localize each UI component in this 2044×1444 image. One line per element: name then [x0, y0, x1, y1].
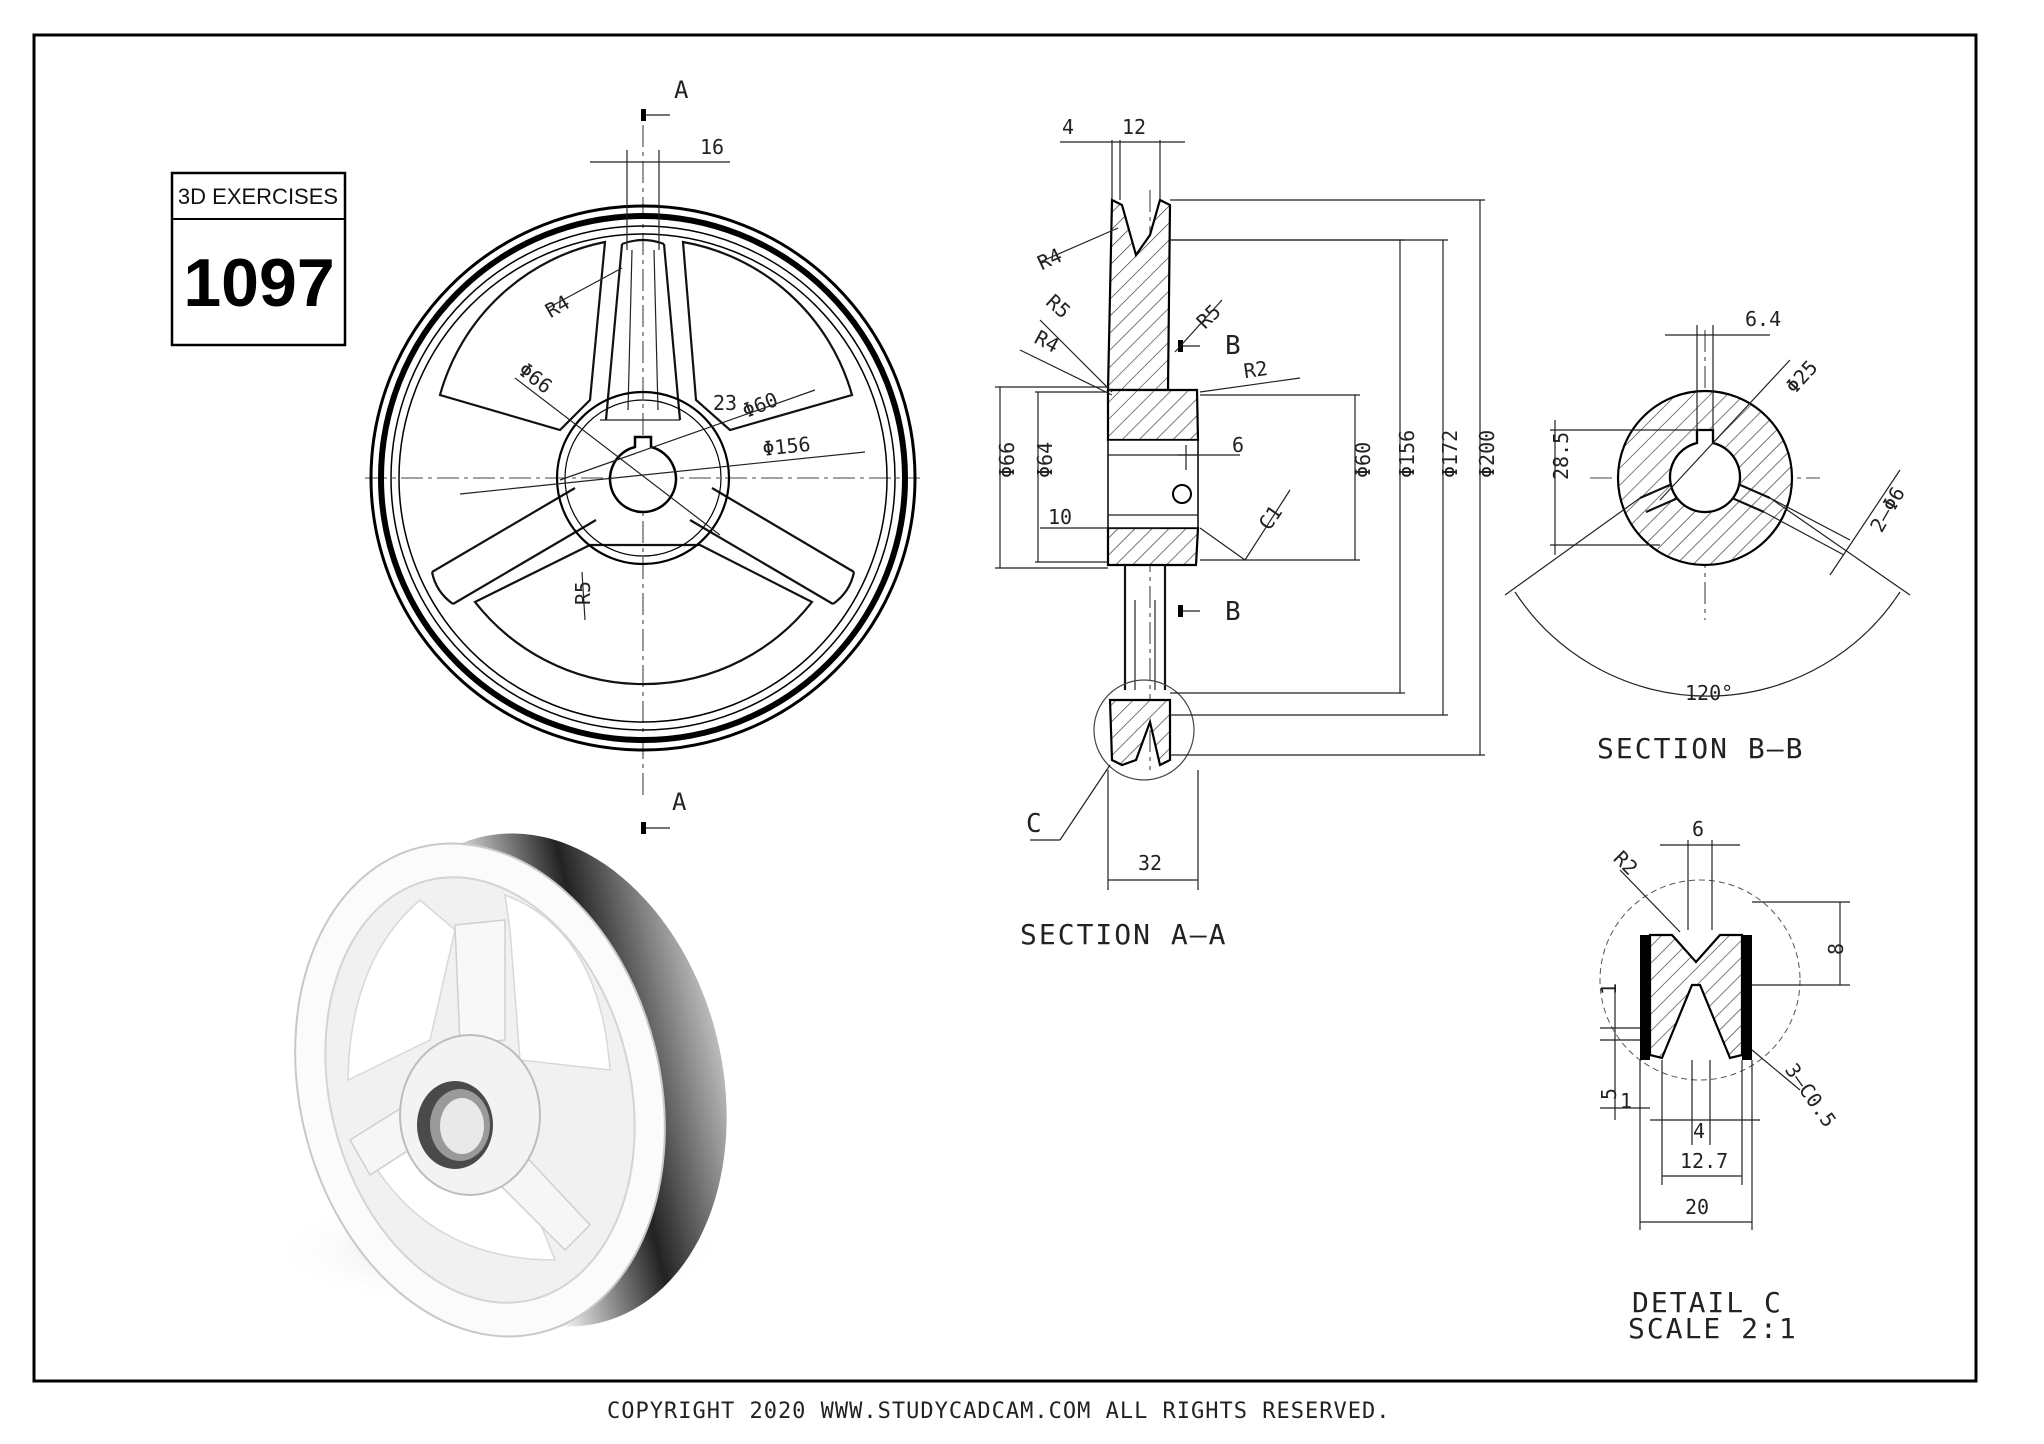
- front-dim-d156: Φ156: [761, 432, 811, 461]
- detail-c-dim-c05: 3—C0.5: [1780, 1059, 1841, 1132]
- section-aa-dim-r4-left: R4: [1031, 325, 1064, 358]
- sheet-border: [32, 33, 1978, 1383]
- front-marker-a-top: A: [674, 76, 689, 104]
- section-aa-dim-d200: Φ200: [1475, 430, 1499, 478]
- badge-number: 1097: [183, 245, 334, 321]
- detail-c-dim-1-top: 1: [1597, 983, 1621, 995]
- section-aa-dim-r5-left: R5: [1041, 289, 1075, 323]
- section-bb-dim-6-4: 6.4: [1745, 307, 1781, 331]
- section-aa-marker-b-bottom: B: [1225, 597, 1241, 627]
- section-aa-dim-c1: C1: [1254, 501, 1287, 535]
- detail-c-view: 6 R2 8 1 5 1 4 3—C0.5 12.7 20: [1597, 817, 1850, 1345]
- front-dim-23: 23: [713, 391, 737, 415]
- section-aa-view: C B B 4 12 R4 R5 R4 R5 R2 Φ66: [995, 115, 1499, 951]
- section-aa-dim-d156: Φ156: [1395, 430, 1419, 478]
- front-view: A A 16 R4 Φ66 23 Φ60 Φ156 R5: [365, 76, 920, 834]
- detail-c-dim-1-bottom: 1: [1620, 1089, 1632, 1113]
- section-aa-dim-6: 6: [1232, 433, 1244, 457]
- section-aa-dim-32: 32: [1138, 851, 1162, 875]
- detail-c-dim-8: 8: [1824, 943, 1848, 955]
- front-dim-r5: R5: [571, 581, 595, 605]
- section-aa-dim-r2: R2: [1242, 356, 1269, 383]
- footer-copyright: COPYRIGHT 2020 WWW.STUDYCADCAM.COM ALL R…: [607, 1399, 1390, 1424]
- section-bb-dim-holes: 2—Φ6: [1865, 483, 1910, 537]
- front-dim-16: 16: [700, 135, 724, 159]
- section-bb-dim-angle: 120°: [1685, 681, 1733, 705]
- section-aa-dim-d60: Φ60: [1351, 442, 1375, 478]
- badge-caption: 3D EXERCISES: [178, 184, 338, 209]
- detail-c-dim-5: 5: [1597, 1088, 1621, 1100]
- front-marker-a-bottom: A: [672, 788, 687, 816]
- pulley-3d-render: [270, 833, 730, 1338]
- front-dim-d66: Φ66: [514, 357, 557, 398]
- front-dim-r4: R4: [541, 290, 574, 323]
- section-aa-dim-10: 10: [1048, 505, 1072, 529]
- detail-c-dim-6: 6: [1692, 817, 1704, 841]
- detail-c-scale: SCALE 2:1: [1628, 1312, 1798, 1345]
- detail-c-dim-r2: R2: [1609, 846, 1643, 880]
- detail-c-dim-12-7: 12.7: [1680, 1149, 1728, 1173]
- detail-c-dim-4: 4: [1693, 1119, 1705, 1143]
- exercise-badge: 3D EXERCISES 1097: [170, 171, 347, 347]
- section-aa-marker-b-top: B: [1225, 331, 1241, 361]
- section-bb-view: 6.4 Φ25 28.5 2—Φ6 120° SECTION B—B: [1504, 307, 1911, 765]
- section-aa-dim-r4-top: R4: [1034, 243, 1066, 275]
- detail-c-dim-20: 20: [1685, 1195, 1709, 1219]
- section-aa-marker-c: C: [1026, 809, 1042, 839]
- section-bb-title: SECTION B—B: [1597, 732, 1804, 765]
- section-aa-dim-4: 4: [1062, 115, 1074, 139]
- section-aa-dim-d66: Φ66: [995, 442, 1019, 478]
- detail-c-title: DETAIL C: [1632, 1286, 1783, 1319]
- section-aa-dim-d172: Φ172: [1438, 430, 1462, 478]
- section-aa-dim-d64: Φ64: [1033, 442, 1057, 478]
- section-bb-dim-d25: Φ25: [1781, 355, 1823, 398]
- section-bb-dim-28-5: 28.5: [1549, 432, 1573, 480]
- section-aa-dim-12: 12: [1122, 115, 1146, 139]
- section-aa-title: SECTION A—A: [1020, 918, 1227, 951]
